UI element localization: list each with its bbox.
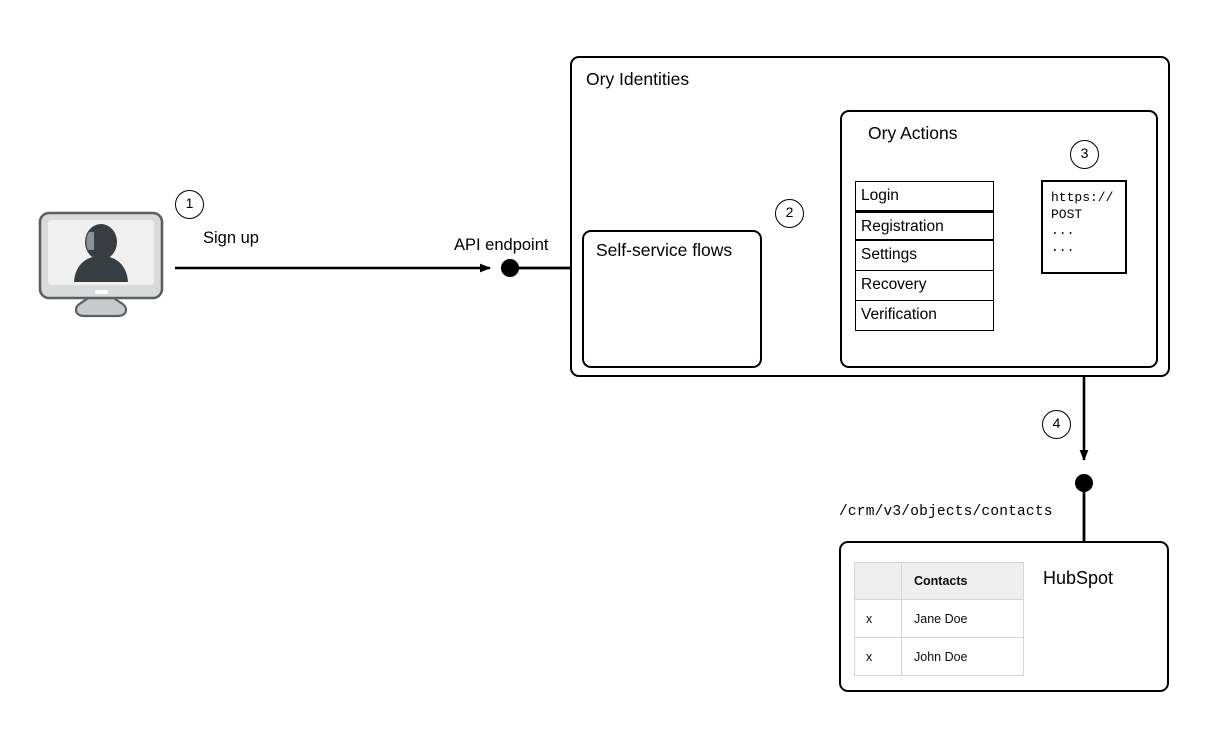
signup-label: Sign up [203,229,259,247]
crm-api-path-label: /crm/v3/objects/contacts [839,504,1053,520]
api-endpoint-connector [501,259,572,277]
row-contact-name: Jane Doe [901,599,1024,638]
table-header-select [854,562,902,600]
api-endpoint-label: API endpoint [454,236,549,254]
table-row[interactable]: x John Doe [854,637,1024,676]
flow-item-recovery[interactable]: Recovery [855,271,994,301]
hubspot-title: HubSpot [1043,568,1114,588]
webhook-line-body-1: ... [1051,223,1075,238]
flow-item-login[interactable]: Login [855,181,994,211]
row-mark: x [854,599,902,638]
flow-item-settings[interactable]: Settings [855,241,994,271]
webhook-line-method: POST [1051,206,1083,222]
step-badge-2: 2 [775,199,804,228]
step-badge-1: 1 [175,190,204,219]
row-contact-name: John Doe [901,637,1024,676]
flow-item-verification[interactable]: Verification [855,301,994,331]
table-header-row: Contacts [854,562,1024,600]
row-mark: x [854,637,902,676]
step-badge-4: 4 [1042,410,1071,439]
ory-actions-title: Ory Actions [868,123,958,143]
self-service-flows-title: Self-service flows [596,240,733,260]
flow-item-registration[interactable]: Registration [855,211,994,241]
user-monitor-icon [36,210,166,320]
table-row[interactable]: x Jane Doe [854,599,1024,638]
ory-identities-title: Ory Identities [586,69,690,89]
self-service-flow-list: Login Registration Settings Recovery Ver… [855,181,994,331]
webhook-code-block: https:// POST ... ... [1041,180,1127,274]
webhook-line-body-2: ... [1051,239,1075,255]
table-header-contacts: Contacts [901,562,1024,600]
webhook-line-url: https:// [1051,190,1114,205]
contacts-table: Contacts x Jane Doe x John Doe [854,562,1024,676]
self-service-flows-box [582,230,762,368]
step-badge-3: 3 [1070,140,1099,169]
